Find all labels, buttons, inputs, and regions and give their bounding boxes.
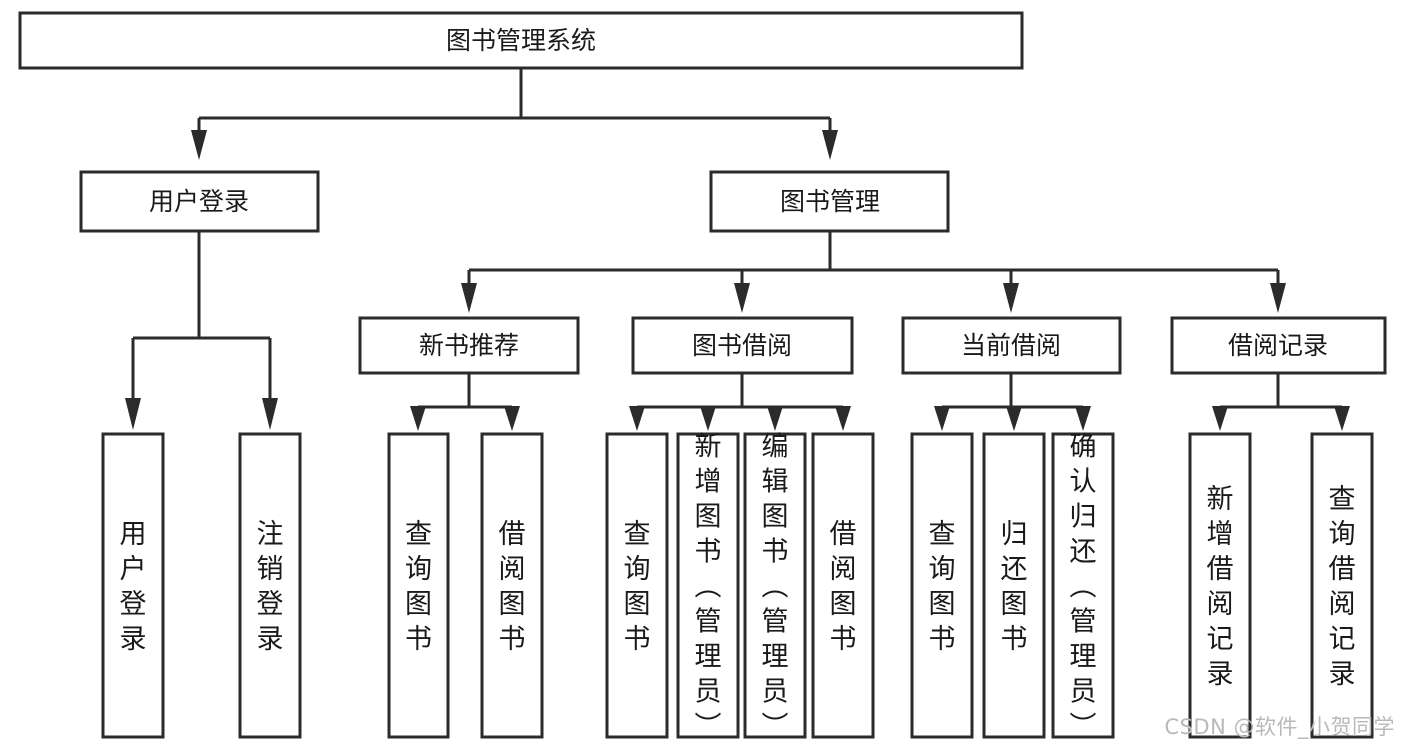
node-label-book-borrow: 图书借阅	[692, 331, 792, 360]
node-borrow-record[interactable]: 借阅记录	[1170, 316, 1387, 375]
node-label-leaf-query-record: 查询借阅记录	[1329, 484, 1356, 690]
node-box-user-login[interactable]	[79, 170, 320, 233]
node-label-borrow-record: 借阅记录	[1228, 331, 1328, 360]
node-label-user-login: 用户登录	[149, 187, 249, 216]
node-label-leaf-add-book: 新增图书︵管理员︶	[695, 431, 722, 742]
node-new-book-rec[interactable]: 新书推荐	[358, 316, 580, 375]
node-box-current-borrow[interactable]	[901, 316, 1122, 375]
node-book-borrow[interactable]: 图书借阅	[631, 316, 854, 375]
arrow-head-icon	[629, 406, 645, 431]
arrow-head-icon	[767, 406, 783, 431]
arrow-head-icon	[262, 398, 278, 430]
node-box-leaf-logout[interactable]	[238, 432, 302, 739]
node-leaf-query-book-1[interactable]: 查询图书	[387, 432, 450, 739]
node-box-leaf-borrow-book-1[interactable]	[480, 432, 544, 739]
arrow-head-icon	[410, 406, 426, 431]
node-root[interactable]: 图书管理系统	[18, 11, 1024, 70]
node-box-book-manage[interactable]	[709, 170, 950, 233]
connector-group-root-to-level2	[191, 68, 838, 160]
node-leaf-logout[interactable]: 注销登录	[238, 432, 302, 739]
arrow-head-icon	[1212, 406, 1228, 431]
node-box-borrow-record[interactable]	[1170, 316, 1387, 375]
arrow-head-icon	[700, 406, 716, 431]
arrow-head-icon	[125, 398, 141, 430]
node-label-leaf-edit-book: 编辑图书︵管理员︶	[762, 431, 789, 742]
node-box-leaf-edit-book[interactable]	[743, 432, 807, 739]
node-box-leaf-query-book-2[interactable]	[605, 432, 669, 739]
node-label-leaf-confirm-return: 确认归还︵管理员︶	[1070, 431, 1097, 742]
arrow-head-icon	[191, 130, 207, 160]
node-label-leaf-return-book: 归还图书	[1001, 519, 1028, 655]
node-box-leaf-borrow-book-2[interactable]	[811, 432, 875, 739]
node-leaf-add-book[interactable]: 新增图书︵管理员︶	[676, 431, 740, 742]
node-label-root: 图书管理系统	[446, 26, 596, 55]
node-leaf-query-record[interactable]: 查询借阅记录	[1310, 432, 1374, 739]
node-leaf-query-book-2[interactable]: 查询图书	[605, 432, 669, 739]
arrow-head-icon	[934, 406, 950, 431]
arrow-head-icon	[1334, 406, 1350, 431]
arrow-head-icon	[822, 130, 838, 160]
node-label-leaf-logout: 注销登录	[257, 519, 284, 655]
node-box-leaf-add-record[interactable]	[1188, 432, 1252, 739]
node-box-leaf-return-book[interactable]	[982, 432, 1046, 739]
arrow-head-icon	[461, 283, 477, 313]
node-leaf-query-book-3[interactable]: 查询图书	[910, 432, 974, 739]
node-leaf-borrow-book-1[interactable]: 借阅图书	[480, 432, 544, 739]
arrow-head-icon	[734, 283, 750, 313]
node-label-leaf-add-record: 新增借阅记录	[1207, 484, 1234, 690]
node-box-leaf-query-book-3[interactable]	[910, 432, 974, 739]
arrow-head-icon	[1003, 283, 1019, 313]
node-box-root[interactable]	[18, 11, 1024, 70]
node-label-book-manage: 图书管理	[780, 187, 880, 216]
node-leaf-edit-book[interactable]: 编辑图书︵管理员︶	[743, 431, 807, 742]
node-label-leaf-borrow-book-2: 借阅图书	[830, 519, 857, 655]
node-current-borrow[interactable]: 当前借阅	[901, 316, 1122, 375]
node-label-current-borrow: 当前借阅	[961, 331, 1061, 360]
connector-group-new-book-rec-to-leaves	[410, 373, 520, 431]
node-box-book-borrow[interactable]	[631, 316, 854, 375]
node-leaf-return-book[interactable]: 归还图书	[982, 432, 1046, 739]
node-book-manage[interactable]: 图书管理	[709, 170, 950, 233]
node-box-leaf-query-book-1[interactable]	[387, 432, 450, 739]
node-label-leaf-borrow-book-1: 借阅图书	[499, 519, 526, 655]
connector-group-book-manage-to-level3	[461, 231, 1286, 313]
node-user-login[interactable]: 用户登录	[79, 170, 320, 233]
arrow-head-icon	[1006, 406, 1022, 431]
arrow-head-icon	[1075, 406, 1091, 431]
connector-group-borrow-record-to-leaves	[1212, 373, 1350, 431]
watermark-text: CSDN @软件_小贺同学	[1164, 715, 1395, 739]
node-label-leaf-query-book-2: 查询图书	[624, 519, 651, 655]
connector-group-user-login-to-leaves	[125, 231, 278, 430]
node-box-new-book-rec[interactable]	[358, 316, 580, 375]
node-box-leaf-add-book[interactable]	[676, 432, 740, 739]
node-box-leaf-query-record[interactable]	[1310, 432, 1374, 739]
node-label-leaf-query-book-1: 查询图书	[405, 519, 432, 655]
arrow-head-icon	[504, 406, 520, 431]
arrow-head-icon	[1270, 283, 1286, 313]
node-leaf-confirm-return[interactable]: 确认归还︵管理员︶	[1051, 431, 1115, 742]
node-leaf-user-login[interactable]: 用户登录	[101, 432, 165, 739]
leaf-node-layer: 用户登录 注销登录 查询图书 借阅图书 查询图书 新增图书︵管理员︶ 编辑图书︵管理员︶ 借阅…	[101, 431, 1374, 742]
node-leaf-borrow-book-2[interactable]: 借阅图书	[811, 432, 875, 739]
connector-group-book-borrow-to-leaves	[629, 373, 851, 431]
node-leaf-add-record[interactable]: 新增借阅记录	[1188, 432, 1252, 739]
arrow-head-icon	[835, 406, 851, 431]
node-label-leaf-query-book-3: 查询图书	[929, 519, 956, 655]
node-label-new-book-rec: 新书推荐	[419, 331, 519, 360]
connector-group-current-borrow-to-leaves	[934, 373, 1091, 431]
node-label-leaf-user-login: 用户登录	[120, 519, 147, 655]
node-box-leaf-confirm-return[interactable]	[1051, 432, 1115, 739]
node-box-leaf-user-login[interactable]	[101, 432, 165, 739]
